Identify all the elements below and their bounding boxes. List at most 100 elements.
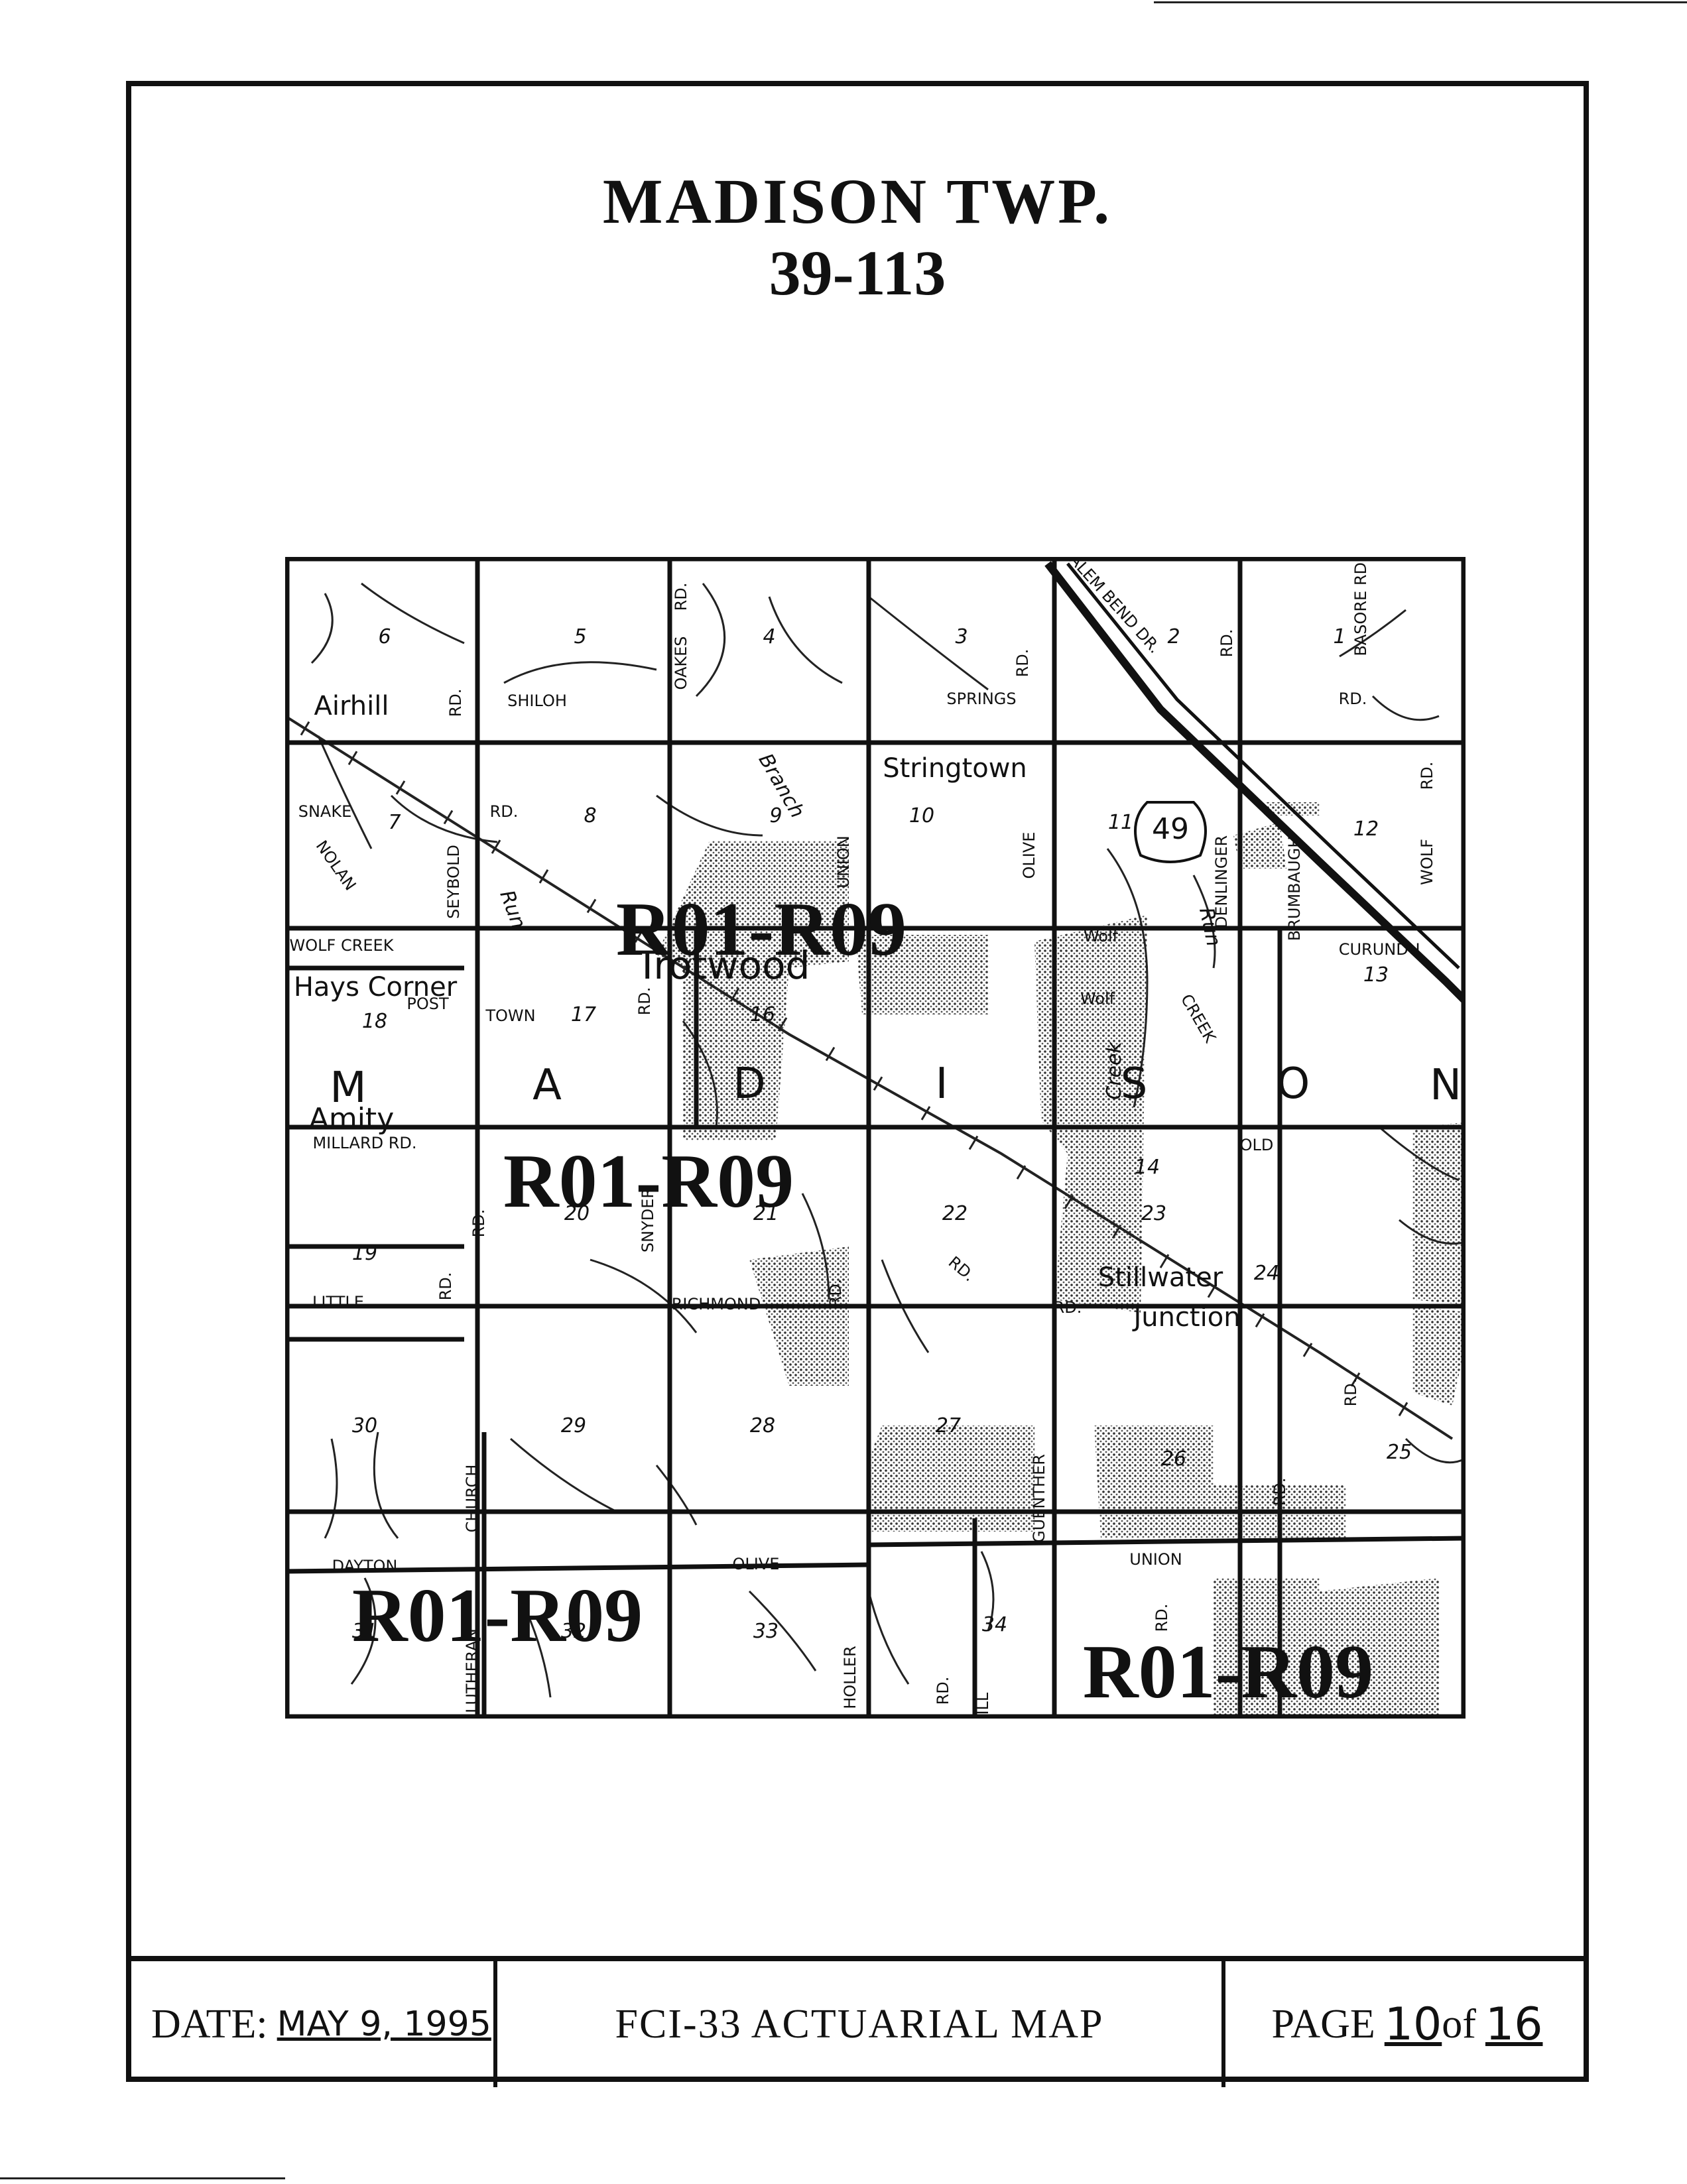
section-number: 10 <box>909 804 934 827</box>
township-letter: O <box>1277 1060 1310 1109</box>
stream-label: Creek <box>1103 1041 1126 1100</box>
built-up-area <box>1320 1578 1439 1719</box>
township-letter: A <box>532 1061 562 1110</box>
stream-line <box>361 582 465 644</box>
railroad-tick <box>1064 1195 1074 1209</box>
highway-line <box>1044 561 1466 1007</box>
date-cell: DATE: MAY 9, 1995 <box>126 1961 497 2087</box>
road-label: RICHMOND <box>672 1295 761 1313</box>
road-label: SPRINGS <box>946 690 1016 708</box>
stream-line <box>350 1577 377 1685</box>
road-label: DENLINGER <box>1212 835 1231 928</box>
stream-line <box>695 583 726 698</box>
map-series-title: FCI-33 ACTUARIAL MAP <box>497 1961 1225 2087</box>
built-up-area <box>749 1246 849 1386</box>
section-number: 28 <box>750 1414 775 1437</box>
section-number: 18 <box>362 1010 387 1033</box>
section-number: 16 <box>750 1003 775 1026</box>
railroad-tick <box>825 1046 836 1062</box>
place-name: Airhill <box>314 691 389 721</box>
stream-line <box>656 794 763 837</box>
road-label: RD. <box>1339 690 1367 708</box>
road-label: RD. <box>1342 1378 1360 1407</box>
railroad-tick <box>777 1017 788 1032</box>
stream-line <box>980 1551 995 1632</box>
stream-line <box>868 595 989 691</box>
place-name: Trotwood <box>635 943 810 988</box>
road-segment <box>868 1536 1466 1547</box>
road-label: CHURCH <box>463 1465 481 1533</box>
stream-line <box>881 1259 930 1353</box>
stream-line <box>682 1020 718 1128</box>
route-shield-icon <box>1134 801 1207 863</box>
scan-edge-line <box>1154 1 1687 3</box>
stream-line <box>1405 1437 1466 1464</box>
place-name: Stillwater <box>1098 1262 1223 1293</box>
stream-line <box>510 1437 617 1513</box>
road-label: Wolf <box>1080 989 1115 1008</box>
stream-line <box>1379 1126 1460 1182</box>
township-code: 39-113 <box>769 237 946 308</box>
township-letter: D <box>733 1060 765 1109</box>
road-label: CURUNDU <box>1339 940 1420 959</box>
section-number: 3 <box>955 625 968 648</box>
road-label: GUENTHER <box>1030 1454 1048 1543</box>
railroad-tick <box>920 1106 931 1121</box>
rating-stamp: R01-R09 <box>616 887 906 972</box>
page-of: of <box>1442 2001 1476 2047</box>
railroad-tick <box>491 839 501 854</box>
road-label: RD. <box>1271 1478 1289 1506</box>
section-number: 7 <box>388 811 401 834</box>
road-label: UNION <box>834 835 853 888</box>
scan-edge-line <box>0 2177 285 2179</box>
township-letter: I <box>936 1060 948 1109</box>
section-number: 11 <box>1108 811 1133 834</box>
footer-bar: DATE: MAY 9, 1995 FCI-33 ACTUARIAL MAP P… <box>126 1956 1589 2087</box>
section-number: 29 <box>561 1414 586 1437</box>
stream-line <box>373 1431 399 1539</box>
stream-line <box>748 1590 817 1671</box>
road-label: BRUMBAUGH <box>1285 836 1304 941</box>
section-number: 4 <box>763 625 775 648</box>
road-label: SHILOH <box>507 692 567 710</box>
township-letter: M <box>330 1063 366 1113</box>
stream-label: Run <box>495 887 530 932</box>
road-label: RD. <box>469 1209 488 1238</box>
stream-line <box>1192 875 1216 969</box>
road-label: SEYBOLD <box>444 845 463 919</box>
section-number: 19 <box>352 1242 377 1265</box>
stream-line <box>390 794 498 843</box>
built-up-area <box>1412 1306 1466 1406</box>
section-number: 5 <box>574 625 586 648</box>
stream-line <box>1371 695 1440 721</box>
road-label: RD. <box>672 583 690 611</box>
built-up-area <box>1034 915 1147 1313</box>
railroad-tick <box>586 898 597 914</box>
section-number: 30 <box>352 1414 377 1437</box>
section-number: 14 <box>1135 1156 1160 1179</box>
place-name: Hays Corner <box>294 972 458 1002</box>
railroad-tick <box>1016 1165 1027 1180</box>
section-number: 31 <box>352 1620 377 1643</box>
map-border <box>285 557 1466 1719</box>
section-number: 33 <box>753 1620 779 1643</box>
road-label: OLIVE <box>1020 832 1038 879</box>
road-label: NOLAN <box>312 837 360 894</box>
stream-line <box>324 1438 338 1539</box>
road-label: POST <box>406 995 449 1013</box>
stream-line <box>317 735 373 849</box>
road-label: TOWN <box>485 1006 535 1025</box>
railroad-tick <box>300 721 310 736</box>
road-label: RD. <box>934 1677 952 1705</box>
stream-line <box>655 1465 698 1526</box>
road-label: SNYDER <box>639 1187 657 1252</box>
railroad-tick <box>1111 1224 1122 1239</box>
road-label: MILLARD RD. <box>312 1134 416 1152</box>
section-number: 34 <box>982 1613 1007 1636</box>
section-number: 25 <box>1387 1441 1412 1464</box>
road-label: BASORE RD. <box>1351 557 1370 656</box>
road-label: OLD <box>1240 1136 1274 1154</box>
road-label: RD. <box>1418 762 1436 790</box>
